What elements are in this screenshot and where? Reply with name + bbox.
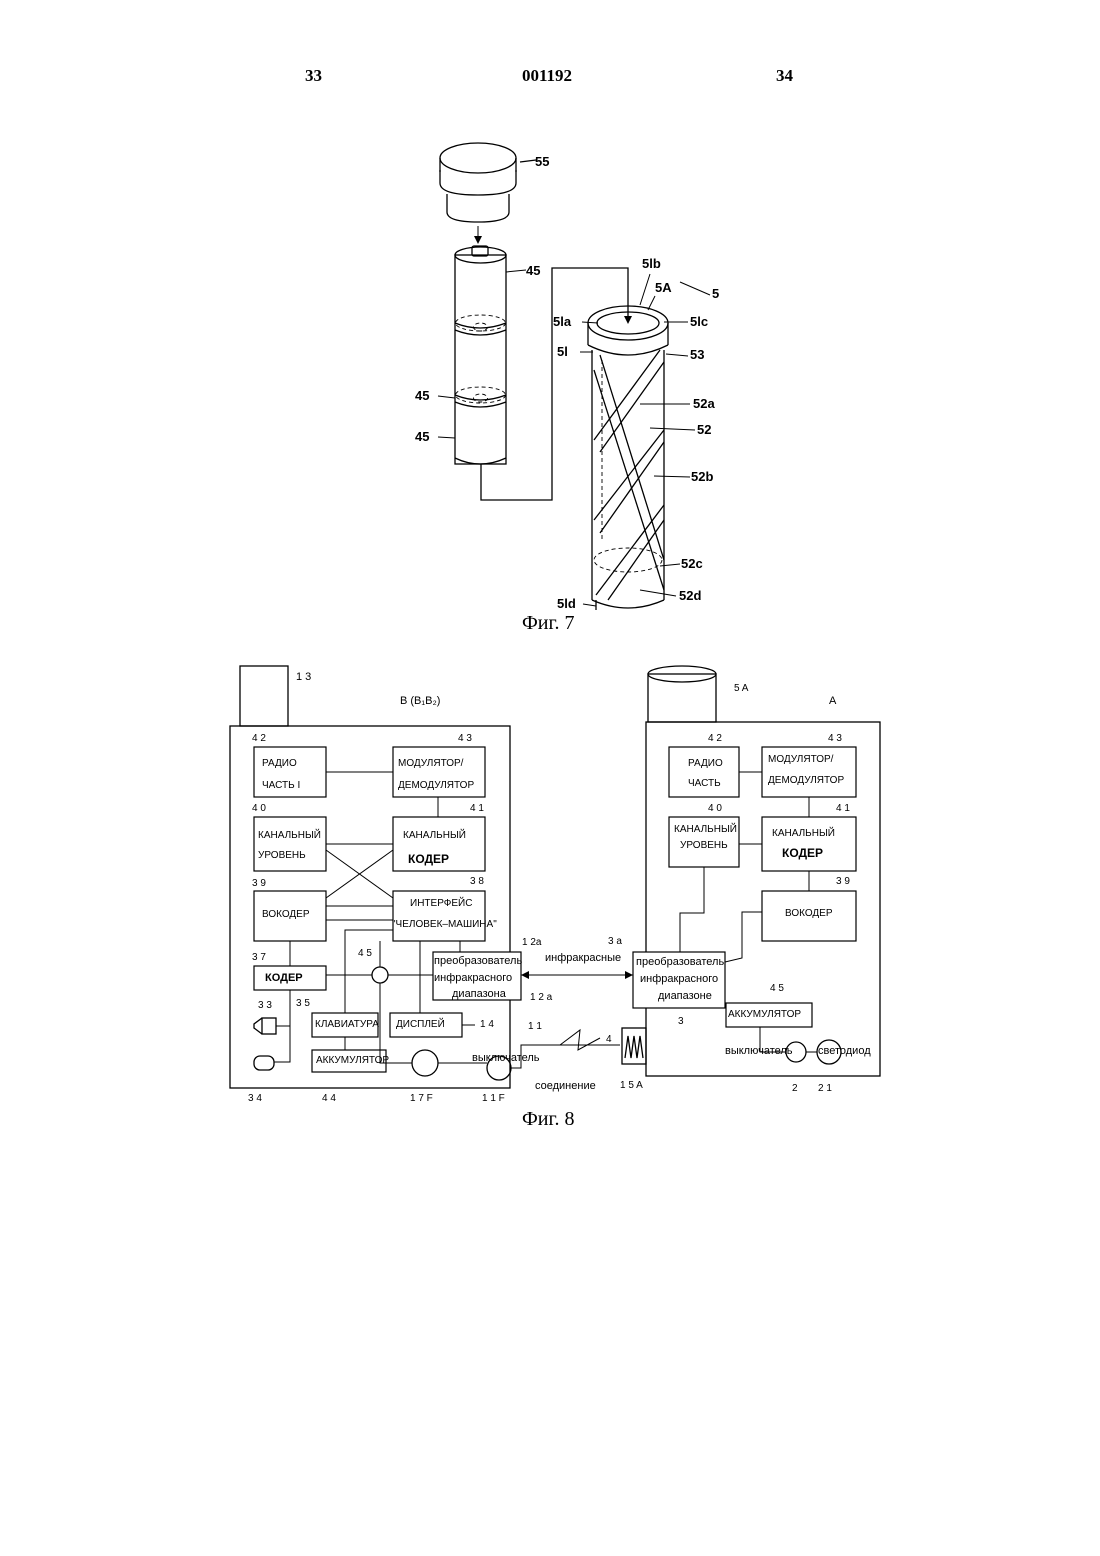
hmi-label-2: "ЧЕЛОВЕК–МАШИНА" [392,919,497,930]
ref-40-a: 4 0 [708,803,722,814]
keyboard-label: КЛАВИАТУРА [315,1019,379,1030]
ir-link-label: инфракрасные [545,952,621,964]
ref-38: 3 8 [470,876,484,887]
ref-42-a: 4 2 [708,733,722,744]
ir-converter-b-label-3: диапазона [452,988,506,1000]
switch-a-label: выключатель [725,1045,793,1057]
ref-2: 2 [792,1083,798,1094]
switch-b-label: выключатель [472,1052,540,1064]
figure-8-caption: Фиг. 8 [522,1108,574,1131]
channel-level-a-label-2: УРОВЕНЬ [680,840,728,851]
channel-coder-a-label-1: КАНАЛЬНЫЙ [772,828,835,839]
modem-a-label-1: МОДУЛЯТОР/ [768,754,833,765]
ref-4: 4 [606,1034,612,1045]
ir-converter-a-label-2: инфракрасного [640,973,718,985]
ref-41-b: 4 1 [470,803,484,814]
ref-15A: 1 5 A [620,1080,643,1091]
ref-45-a: 4 5 [770,983,784,994]
ref-43-a: 4 3 [828,733,842,744]
ref-40-b: 4 0 [252,803,266,814]
ref-12a-bot: 1 2 a [530,992,552,1003]
ref-5A-fig8: 5 A [734,683,748,694]
ref-45-b: 4 5 [358,948,372,959]
ref-13: 1 3 [296,671,311,683]
ir-converter-b-label-2: инфракрасного [434,972,512,984]
ref-21: 2 1 [818,1083,832,1094]
ref-41-a: 4 1 [836,803,850,814]
display-label: ДИСПЛЕЙ [396,1019,445,1030]
radio-part-label-2: ЧАСТЬ I [262,780,300,791]
channel-coder-label-1: КАНАЛЬНЫЙ [403,830,466,841]
ref-34: 3 4 [248,1093,262,1104]
ref-11F: 1 1 F [482,1093,505,1104]
ir-converter-a-label-3: диапазоне [658,990,712,1002]
channel-level-a-label-1: КАНАЛЬНЫЙ [674,824,737,835]
hmi-label-1: ИНТЕРФЕЙС [410,898,472,909]
channel-level-label-2: УРОВЕНЬ [258,850,306,861]
radio-a-label-1: РАДИО [688,758,723,769]
ref-42-b: 4 2 [252,733,266,744]
ref-37: 3 7 [252,952,266,963]
channel-coder-a-label-2: КОДЕР [782,846,823,860]
radio-a-label-2: ЧАСТЬ [688,778,721,789]
battery-a-label: АККУМУЛЯТОР [728,1009,801,1020]
modem-a-label-2: ДЕМОДУЛЯТОР [768,775,844,786]
ref-3: 3 [678,1016,684,1027]
modem-label-1: МОДУЛЯТОР/ [398,758,463,769]
ref-11: 1 1 [528,1021,542,1032]
ref-33: 3 3 [258,1000,272,1011]
vocoder-label-b: ВОКОДЕР [262,909,310,920]
ref-14: 1 4 [480,1019,494,1030]
vocoder-a-label: ВОКОДЕР [785,908,833,919]
connection-label: соединение [535,1080,596,1092]
ref-17F: 1 7 F [410,1093,433,1104]
radio-part-label-1: РАДИО [262,758,297,769]
channel-coder-label-2: КОДЕР [408,852,449,866]
ref-35: 3 5 [296,998,310,1009]
modem-label-2: ДЕМОДУЛЯТОР [398,780,474,791]
ir-converter-a-label-1: преобразователь [636,956,724,968]
coder-label: КОДЕР [265,972,303,984]
channel-level-label-1: КАНАЛЬНЫЙ [258,830,321,841]
ref-39-b: 3 9 [252,878,266,889]
ref-44: 4 4 [322,1093,336,1104]
ref-43-b: 4 3 [458,733,472,744]
ref-39-a: 3 9 [836,876,850,887]
battery-b-label: АККУМУЛЯТОР [316,1055,389,1066]
device-b-label: B (B₁B₂) [400,695,440,707]
ir-converter-b-label-1: преобразователь [434,955,522,967]
led-label: светодиод [818,1045,871,1057]
ref-12a-top: 1 2a [522,937,541,948]
ref-3a: 3 a [608,936,622,947]
device-a-label: A [829,695,836,707]
